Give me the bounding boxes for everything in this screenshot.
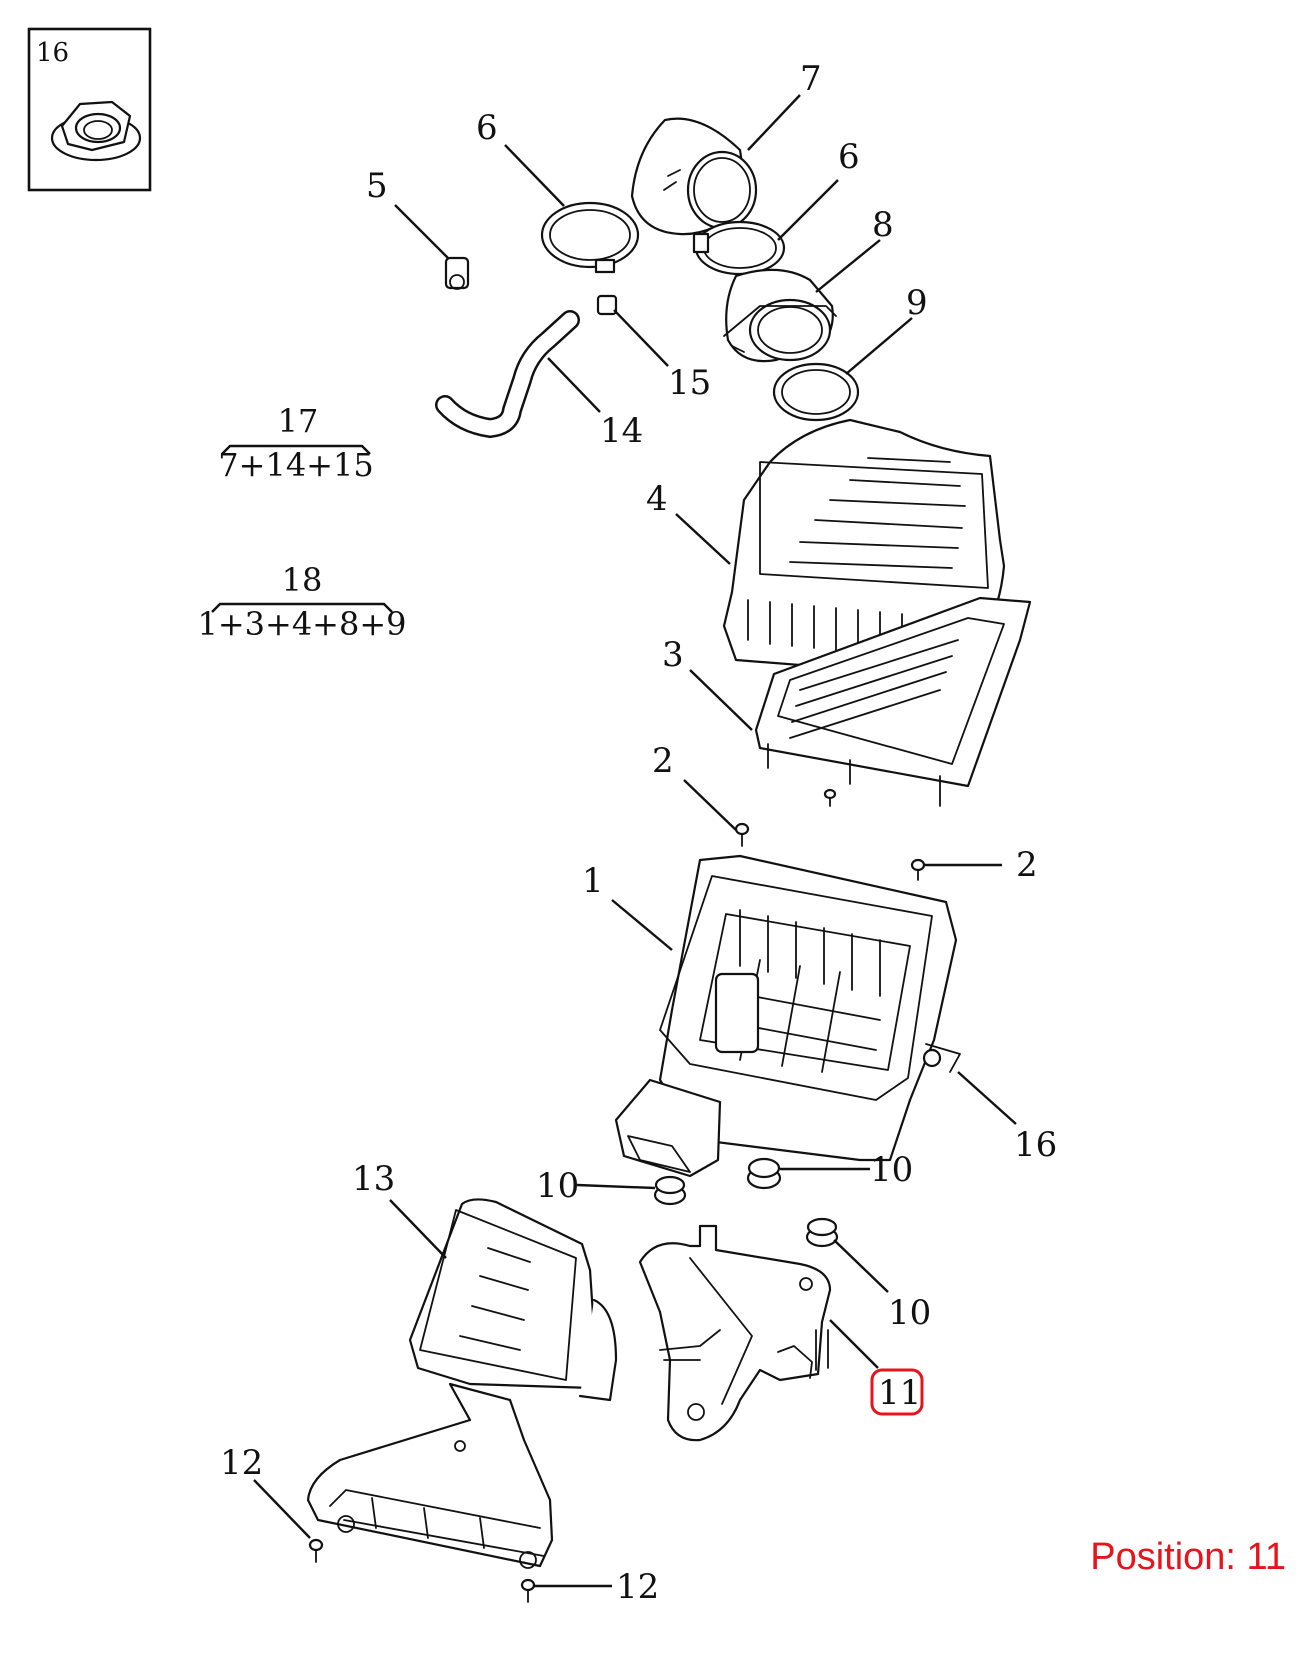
part-2-screw-left [734,822,750,847]
callout-10-lower[interactable]: 10 [888,1293,931,1333]
kit-18: 18 1+3+4+8+9 [197,561,406,643]
part-5-clip [444,256,470,290]
callout-5[interactable]: 5 [366,166,388,206]
part-3-filter-element [754,596,1032,807]
callout-13[interactable]: 13 [352,1159,395,1199]
kit-17-number: 17 [278,402,319,440]
callout-10-center[interactable]: 10 [536,1166,579,1206]
callout-2-upper[interactable]: 2 [652,741,674,781]
part-10-grommet-lower [805,1217,839,1248]
callout-6-right[interactable]: 6 [838,137,860,177]
part-screw-filter [823,788,837,807]
inset-label: 16 [36,38,69,68]
part-10-grommet-right [746,1157,782,1190]
callout-8[interactable]: 8 [872,205,894,245]
part-11-bracket [638,1224,832,1442]
highlight-box-11 [870,1368,924,1416]
callout-12-bottom[interactable]: 12 [616,1567,659,1607]
callout-4[interactable]: 4 [646,479,668,519]
part-2-screw-right [910,858,926,881]
kit-18-contents: 1+3+4+8+9 [197,605,406,643]
inset-box: 16 [27,27,152,192]
callout-3[interactable]: 3 [662,635,684,675]
position-label: Position: 11 [1090,1536,1286,1578]
part-1-air-cleaner-case [658,854,961,1162]
part-10-grommet-center [653,1175,687,1206]
part-14-breather-hose [435,310,580,439]
callout-9[interactable]: 9 [906,283,928,323]
part-4-air-cleaner-cover [722,418,1006,678]
callout-1[interactable]: 1 [582,861,604,901]
part-13-lower-duct [306,1382,554,1569]
callouts: 7 6 6 5 8 9 15 14 4 3 2 2 1 16 10 10 10 … [220,59,1057,1607]
kit-17-contents: 7+14+15 [218,446,373,484]
callout-2-right[interactable]: 2 [1016,845,1038,885]
callout-16[interactable]: 16 [1014,1125,1057,1165]
part-12-screw-left [308,1538,324,1563]
callout-10-right[interactable]: 10 [870,1150,913,1190]
callout-14[interactable]: 14 [600,411,643,451]
callout-6-left[interactable]: 6 [476,108,498,148]
part-6-hose-clamp-right [692,220,786,276]
kit-18-number: 18 [282,561,323,599]
kit-17: 17 7+14+15 [218,402,373,484]
part-9-o-ring [772,362,860,422]
callout-15[interactable]: 15 [668,363,711,403]
flange-nut-icon [50,100,142,162]
part-8-air-flow-meter [723,268,837,363]
callout-7[interactable]: 7 [800,59,822,99]
callout-12-left[interactable]: 12 [220,1443,263,1483]
part-15-clamp [596,294,618,316]
part-12-screw-bottom [520,1578,536,1603]
callout-11[interactable]: 11 [878,1373,921,1413]
leader-lines [253,94,1017,1588]
part-7-intake-boot [630,117,758,236]
part-6-hose-clamp-left [540,201,640,274]
part-13-resonator [408,1198,618,1402]
part-1-inlet-duct [614,1078,722,1178]
